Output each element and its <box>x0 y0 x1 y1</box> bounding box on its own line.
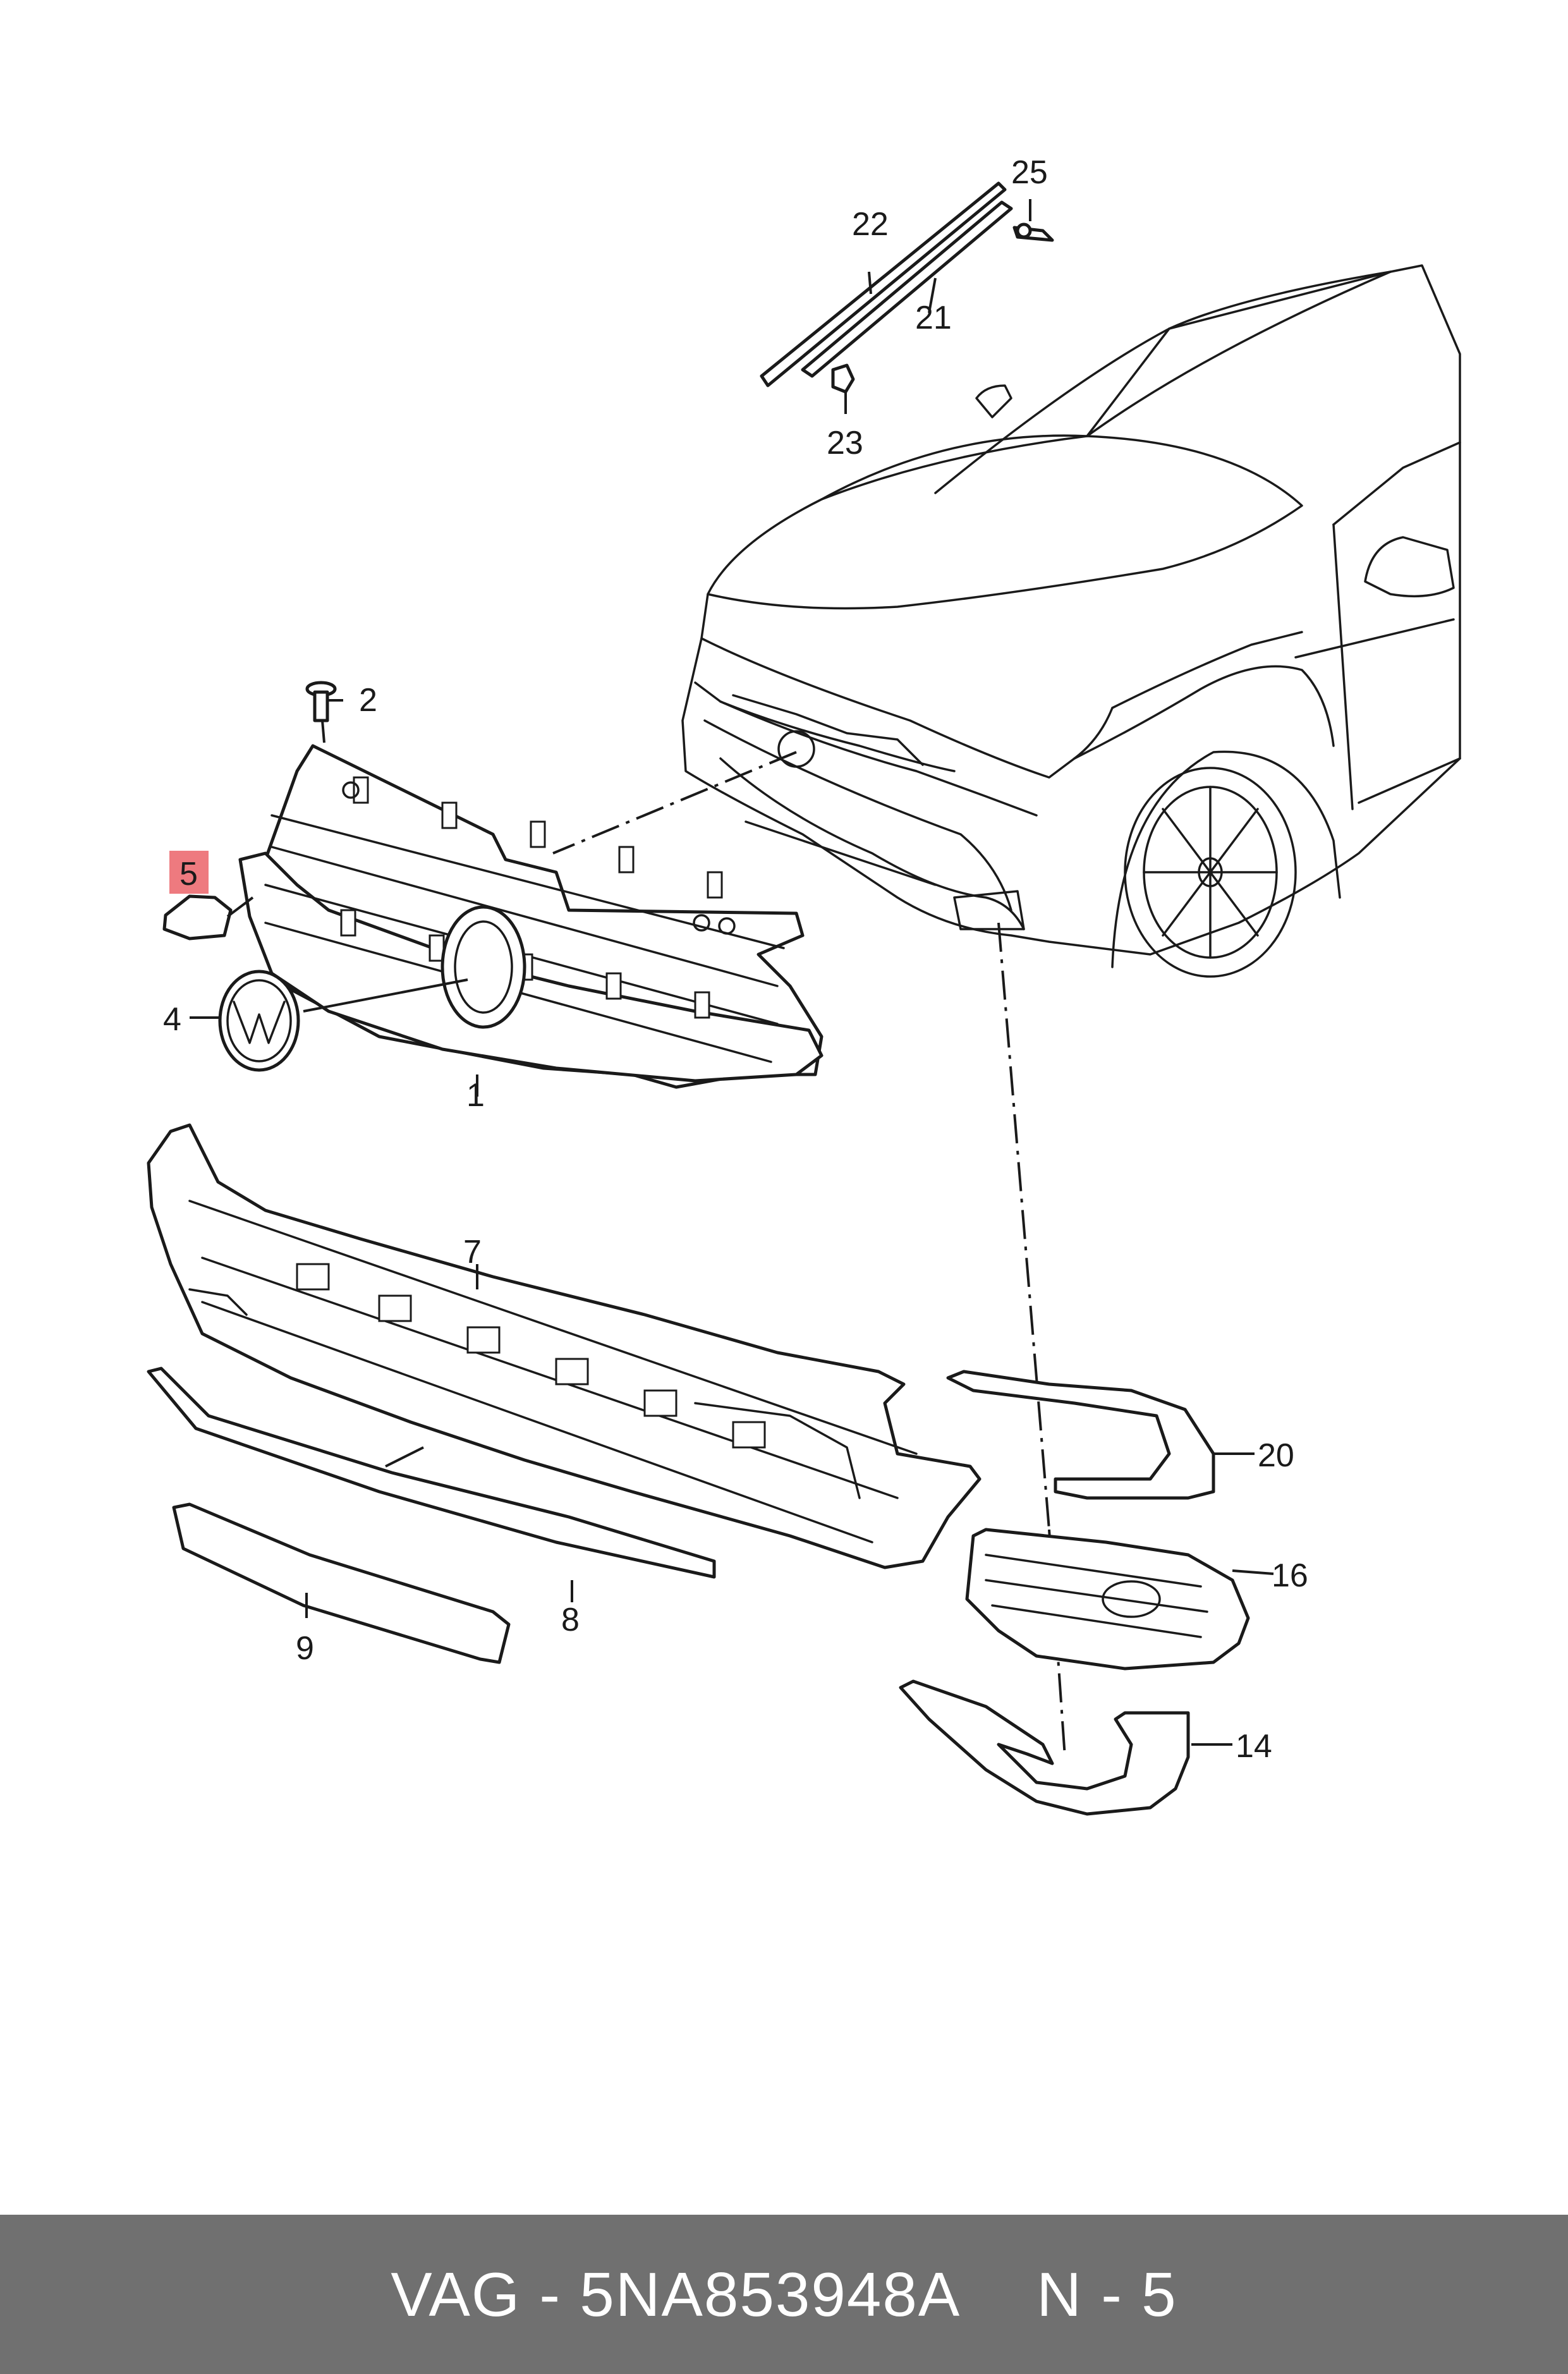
footer-brand: VAG <box>391 2259 521 2329</box>
callout-20: 20 <box>1258 1437 1294 1474</box>
callout-1: 1 <box>466 1077 485 1114</box>
callout-5: 5 <box>179 856 198 892</box>
reference-line-foglight <box>997 922 1050 1530</box>
trim-strip-8 <box>147 1367 716 1579</box>
trim-frame-20 <box>946 1370 1215 1500</box>
callout-2: 2 <box>359 682 377 719</box>
parts-diagram: 1 2 4 5 7 8 9 14 16 20 21 22 23 25 <box>147 154 1461 1816</box>
highlight-box-5 <box>169 851 209 894</box>
fog-light-grille-16 <box>965 1528 1250 1671</box>
callout-4: 4 <box>163 1001 181 1038</box>
screw-2 <box>305 681 337 722</box>
callout-14: 14 <box>1236 1728 1272 1765</box>
vehicle-illustration <box>681 264 1461 978</box>
footer-position-label: N - 5 <box>1036 2259 1177 2329</box>
callout-7: 7 <box>463 1234 482 1270</box>
clip-25 <box>1012 222 1054 242</box>
bracket-5 <box>162 894 233 940</box>
trim-strip-9 <box>172 1502 511 1664</box>
callout-16: 16 <box>1272 1557 1308 1594</box>
leader-lines <box>190 199 1274 1746</box>
trim-strips <box>760 181 1013 394</box>
callout-25: 25 <box>1011 154 1048 191</box>
callout-23: 23 <box>827 425 863 461</box>
radiator-grille <box>238 744 824 1089</box>
bumper-lower-grille <box>147 1123 982 1569</box>
footer-separator: - <box>539 2259 561 2329</box>
reference-line-emblem <box>552 751 797 855</box>
callout-21: 21 <box>915 300 952 336</box>
callout-9: 9 <box>296 1630 314 1667</box>
trim-frame-14 <box>899 1679 1190 1816</box>
emblem-4 <box>218 970 300 1072</box>
callout-22: 22 <box>852 206 889 243</box>
footer-part-number: 5NA853948A <box>580 2259 961 2329</box>
part-footer: VAG - 5NA853948A N - 5 <box>0 2215 1568 2374</box>
callout-8: 8 <box>561 1602 580 1638</box>
